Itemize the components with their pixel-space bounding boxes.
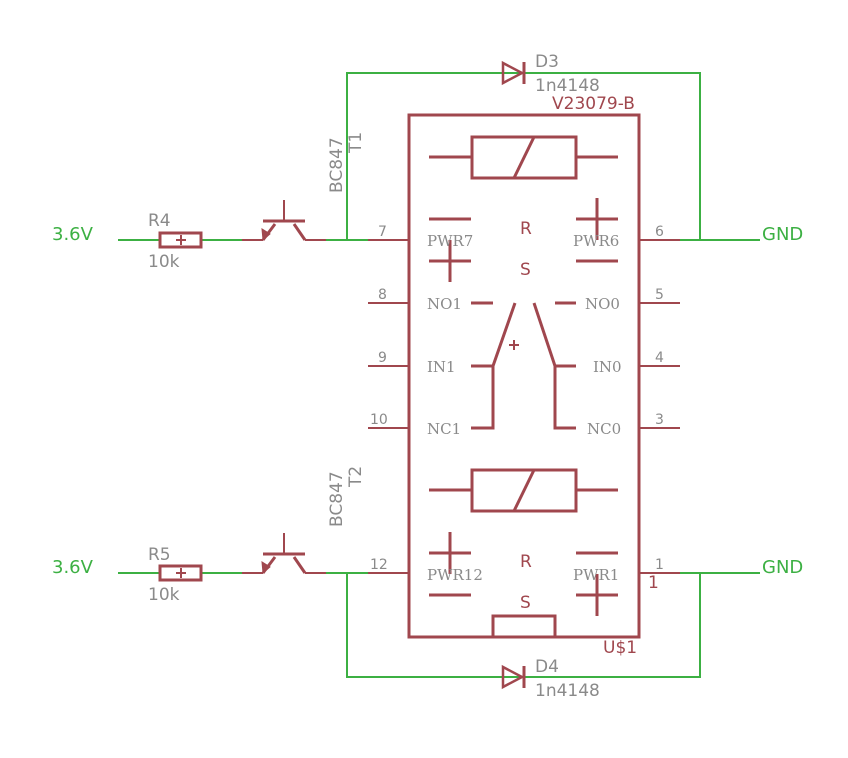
svg-text:9: 9 — [378, 350, 387, 366]
coil-label-r-top: R — [520, 219, 532, 239]
diode-d3-name: D3 — [535, 52, 559, 72]
svg-text:12: 12 — [370, 557, 388, 573]
diode-d4-value: 1n4148 — [535, 681, 600, 701]
diode-d3[interactable]: D3 1n4148 — [501, 52, 600, 96]
pin-7[interactable]: 7 PWR7 — [368, 224, 473, 250]
resistor-r5[interactable]: R5 10k — [148, 545, 203, 605]
net-label-gnd-bottom: GND — [762, 557, 803, 578]
relay-body — [407, 113, 641, 639]
relay-u1[interactable]: V23079-B U$1 R S R — [368, 94, 680, 658]
relay-coil-top — [429, 135, 618, 180]
relay-contacts — [471, 301, 576, 430]
transistor-t2[interactable]: BC847 T2 — [242, 466, 366, 575]
svg-text:PWR7: PWR7 — [427, 232, 473, 250]
diode-d3-value: 1n4148 — [535, 76, 600, 96]
pin1-marker: 1 — [648, 573, 659, 593]
svg-text:PWR12: PWR12 — [427, 566, 483, 584]
coil-label-s-bottom: S — [520, 593, 531, 613]
relay-latch-block — [491, 614, 557, 637]
svg-text:IN1: IN1 — [427, 358, 456, 376]
transistor-t1-value: BC847 — [327, 137, 347, 193]
svg-text:5: 5 — [655, 287, 664, 303]
svg-text:4: 4 — [655, 350, 664, 366]
pin-8[interactable]: 8 NO1 — [368, 287, 462, 313]
pin-5[interactable]: 5 NO0 — [585, 287, 680, 313]
relay-coil-bottom — [429, 468, 618, 513]
net-label-3v6-top: 3.6V — [52, 224, 94, 245]
relay-name: U$1 — [603, 638, 637, 658]
svg-text:10: 10 — [370, 412, 388, 428]
svg-text:3: 3 — [655, 412, 664, 428]
coil-label-r-bottom: R — [520, 552, 532, 572]
svg-text:NC1: NC1 — [427, 420, 461, 438]
transistor-t2-value: BC847 — [327, 471, 347, 527]
pin-9[interactable]: 9 IN1 — [368, 350, 456, 376]
pin-12[interactable]: 12 PWR12 — [368, 557, 483, 584]
svg-text:8: 8 — [378, 287, 387, 303]
coil-label-s-top: S — [520, 260, 531, 280]
transistor-t2-name: T2 — [346, 466, 366, 488]
svg-text:NO1: NO1 — [427, 295, 462, 313]
pin-1[interactable]: 1 PWR1 — [573, 557, 680, 584]
svg-text:PWR6: PWR6 — [573, 232, 619, 250]
diode-d4-name: D4 — [535, 657, 559, 677]
net-label-3v6-bottom: 3.6V — [52, 557, 94, 578]
svg-text:7: 7 — [378, 224, 387, 240]
resistor-r5-name: R5 — [148, 545, 171, 565]
svg-text:1: 1 — [655, 557, 664, 573]
pin-4[interactable]: 4 IN0 — [593, 350, 680, 376]
resistor-r4-value: 10k — [148, 252, 180, 272]
transistor-t1-name: T1 — [346, 132, 366, 154]
svg-text:NC0: NC0 — [587, 420, 621, 438]
resistor-r4-name: R4 — [148, 211, 171, 231]
diode-d4[interactable]: D4 1n4148 — [501, 657, 600, 701]
svg-text:IN0: IN0 — [593, 358, 622, 376]
pin-6[interactable]: 6 PWR6 — [573, 224, 680, 250]
net-labels: 3.6V 3.6V GND GND — [52, 224, 803, 578]
transistor-t1[interactable]: BC847 T1 — [242, 132, 366, 242]
resistor-r4[interactable]: R4 10k — [148, 211, 203, 272]
svg-text:PWR1: PWR1 — [573, 566, 619, 584]
svg-text:6: 6 — [655, 224, 664, 240]
svg-text:NO0: NO0 — [585, 295, 620, 313]
pin-3[interactable]: 3 NC0 — [587, 412, 680, 438]
net-label-gnd-top: GND — [762, 224, 803, 245]
pin-10[interactable]: 10 NC1 — [368, 412, 461, 438]
relay-value: V23079-B — [552, 94, 635, 114]
resistor-r5-value: 10k — [148, 585, 180, 605]
